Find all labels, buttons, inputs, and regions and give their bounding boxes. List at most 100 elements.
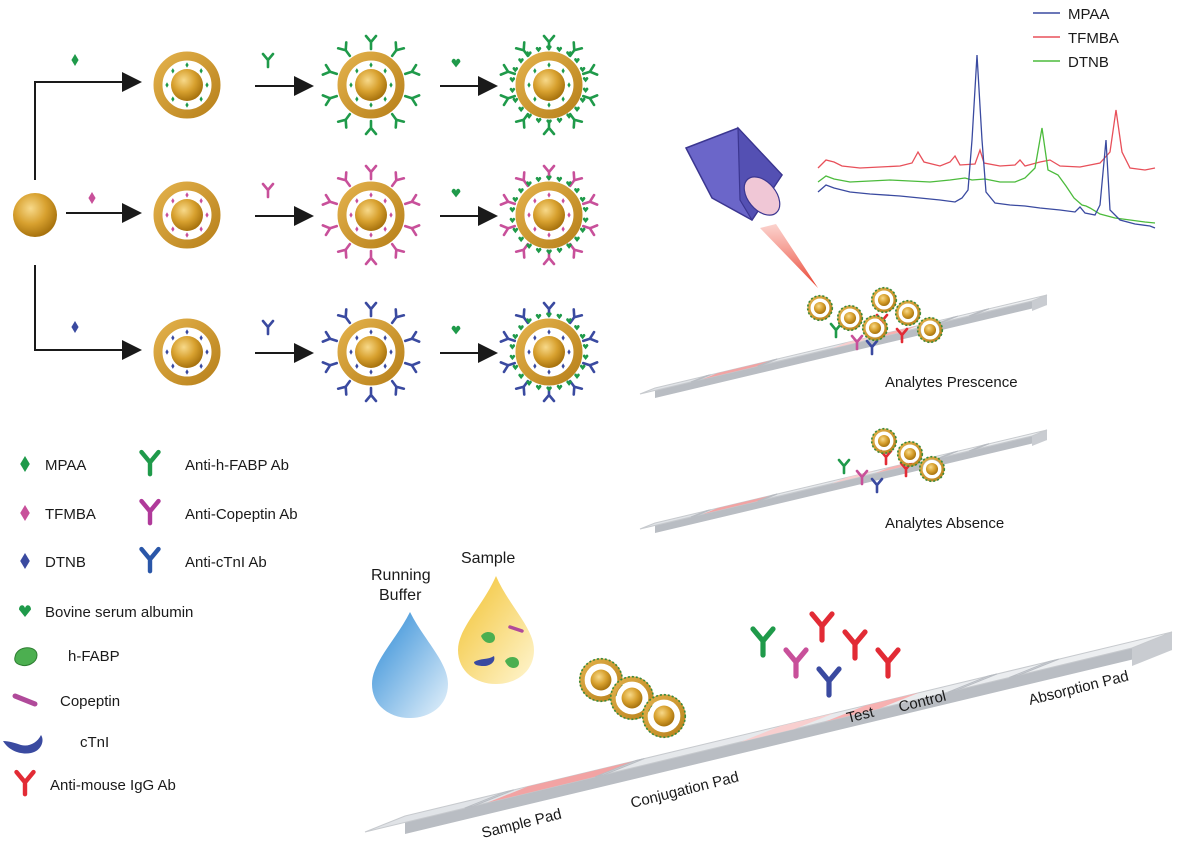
bsa-icon bbox=[579, 66, 586, 73]
bsa-icon bbox=[509, 77, 516, 83]
antibody-icon bbox=[336, 379, 352, 396]
absorption-pad-edge bbox=[947, 673, 998, 693]
absorption-pad-edge bbox=[969, 308, 990, 317]
bsa-icon bbox=[574, 236, 580, 242]
raman-reporter-icon bbox=[547, 62, 551, 68]
label-analytes-absence: Analytes Absence bbox=[885, 515, 1004, 532]
bsa-icon bbox=[509, 207, 516, 213]
sample-drop-icon bbox=[458, 576, 534, 684]
reagent-tfmba-icon bbox=[88, 192, 96, 204]
test-antibody-icon bbox=[865, 339, 879, 356]
legend-item: Anti-mouse IgG Ab bbox=[14, 769, 176, 797]
bsa-icon bbox=[566, 318, 572, 324]
bsa-icon bbox=[526, 51, 532, 57]
antibody-icon bbox=[390, 379, 406, 396]
raman-reporter-icon bbox=[527, 212, 531, 218]
raman-reporter-icon bbox=[355, 226, 359, 232]
antibody-icon bbox=[581, 94, 599, 107]
bsa-icon bbox=[518, 106, 524, 113]
bsa-icon bbox=[512, 197, 519, 203]
bsa-icon bbox=[509, 87, 516, 94]
raman-reporter-icon bbox=[389, 82, 393, 88]
antibody-icon bbox=[581, 361, 599, 374]
captured-nanoparticle bbox=[870, 286, 898, 314]
raman-reporter-icon bbox=[547, 329, 551, 335]
conjugation-pad-edge bbox=[757, 493, 778, 502]
raman-reporter-icon bbox=[185, 329, 189, 335]
raman-reporter-icon bbox=[199, 335, 203, 341]
reagent-bsa-icon bbox=[451, 188, 461, 198]
bsa-icon bbox=[566, 243, 572, 249]
branch-arrow-top bbox=[34, 72, 142, 180]
raman-reporter-icon bbox=[171, 363, 175, 369]
sample-pad-edge bbox=[690, 374, 711, 383]
raman-reporter-icon bbox=[349, 349, 353, 355]
raman-reporter-icon bbox=[547, 232, 551, 238]
absorption-pad-edge bbox=[969, 443, 990, 452]
antibody-icon bbox=[403, 330, 421, 343]
test-antibody-icon bbox=[829, 322, 843, 339]
spectrum-trace-tfmba bbox=[817, 109, 1156, 171]
nanoparticle-reporter-copeptin bbox=[153, 181, 221, 249]
antibody-icon bbox=[364, 34, 378, 51]
raman-reporter-icon bbox=[369, 102, 373, 108]
sample-pad-edge bbox=[464, 789, 515, 809]
bsa-icon bbox=[574, 58, 580, 64]
antibody-icon bbox=[336, 308, 352, 325]
legend-item: Anti-h-FABP Ab bbox=[139, 449, 289, 477]
running-buffer-drop-icon bbox=[372, 612, 448, 718]
bsa-icon bbox=[535, 176, 542, 183]
legend-tfmba: TFMBA bbox=[1068, 30, 1119, 47]
raman-reporter-icon bbox=[171, 335, 175, 341]
green-antibody-icon bbox=[139, 449, 161, 477]
antibody-icon bbox=[581, 63, 599, 76]
antibody-icon bbox=[499, 330, 517, 343]
raman-reporter-icon bbox=[561, 198, 565, 204]
raman-reporter-icon bbox=[533, 198, 537, 204]
raman-reporter-icon bbox=[185, 102, 189, 108]
copeptin-icon bbox=[12, 693, 38, 707]
raman-reporter-icon bbox=[205, 349, 209, 355]
blue-diamond-icon bbox=[20, 553, 30, 569]
antibody-icon bbox=[499, 224, 517, 237]
nanoparticle-antibody-hfabp bbox=[321, 34, 421, 136]
antibody-icon bbox=[514, 112, 530, 129]
ctni-in-sample-icon bbox=[474, 656, 495, 666]
reagent-antibody-icon bbox=[261, 319, 275, 336]
captured-nanoparticle bbox=[806, 294, 834, 322]
antibody-icon bbox=[499, 193, 517, 206]
raman-reporter-icon bbox=[561, 226, 565, 232]
absorption-pad-edge bbox=[937, 450, 958, 459]
raman-reporter-icon bbox=[561, 68, 565, 74]
label-sample: Sample bbox=[461, 550, 515, 567]
bsa-icon bbox=[556, 247, 563, 254]
red-antibody-icon bbox=[14, 769, 36, 797]
hfabp-in-sample-icon bbox=[505, 657, 519, 668]
bsa-icon bbox=[546, 45, 552, 51]
legend-item: Copeptin bbox=[12, 693, 120, 710]
branch-arrow-bottom bbox=[34, 265, 142, 360]
raman-reporter-icon bbox=[383, 335, 387, 341]
antibody-icon bbox=[403, 63, 421, 76]
raman-reporter-icon bbox=[383, 96, 387, 102]
hfabp-in-sample-icon bbox=[481, 632, 495, 643]
raman-reporter-icon bbox=[567, 349, 571, 355]
legend-item: Bovine serum albumin bbox=[19, 604, 193, 621]
liquid-drops: Running Buffer Sample bbox=[371, 550, 534, 718]
spectrum-trace-dtnb bbox=[817, 127, 1156, 224]
bsa-icon bbox=[579, 97, 586, 104]
raman-reporter-icon bbox=[355, 363, 359, 369]
bsa-icon bbox=[556, 313, 563, 320]
antibody-icon bbox=[364, 249, 378, 266]
laser-detector bbox=[684, 126, 818, 288]
test-antibody-icon bbox=[783, 647, 809, 679]
raman-reporter-icon bbox=[567, 82, 571, 88]
test-line bbox=[832, 335, 875, 349]
raman-reporter-icon bbox=[355, 335, 359, 341]
test-antibody-icon bbox=[816, 666, 842, 698]
legend-label: MPAA bbox=[45, 457, 86, 474]
nanoparticle-reporter-ctni bbox=[153, 318, 221, 386]
antibody-icon bbox=[390, 308, 406, 325]
antibody-icon bbox=[336, 171, 352, 188]
captured-nanoparticle bbox=[916, 316, 944, 344]
